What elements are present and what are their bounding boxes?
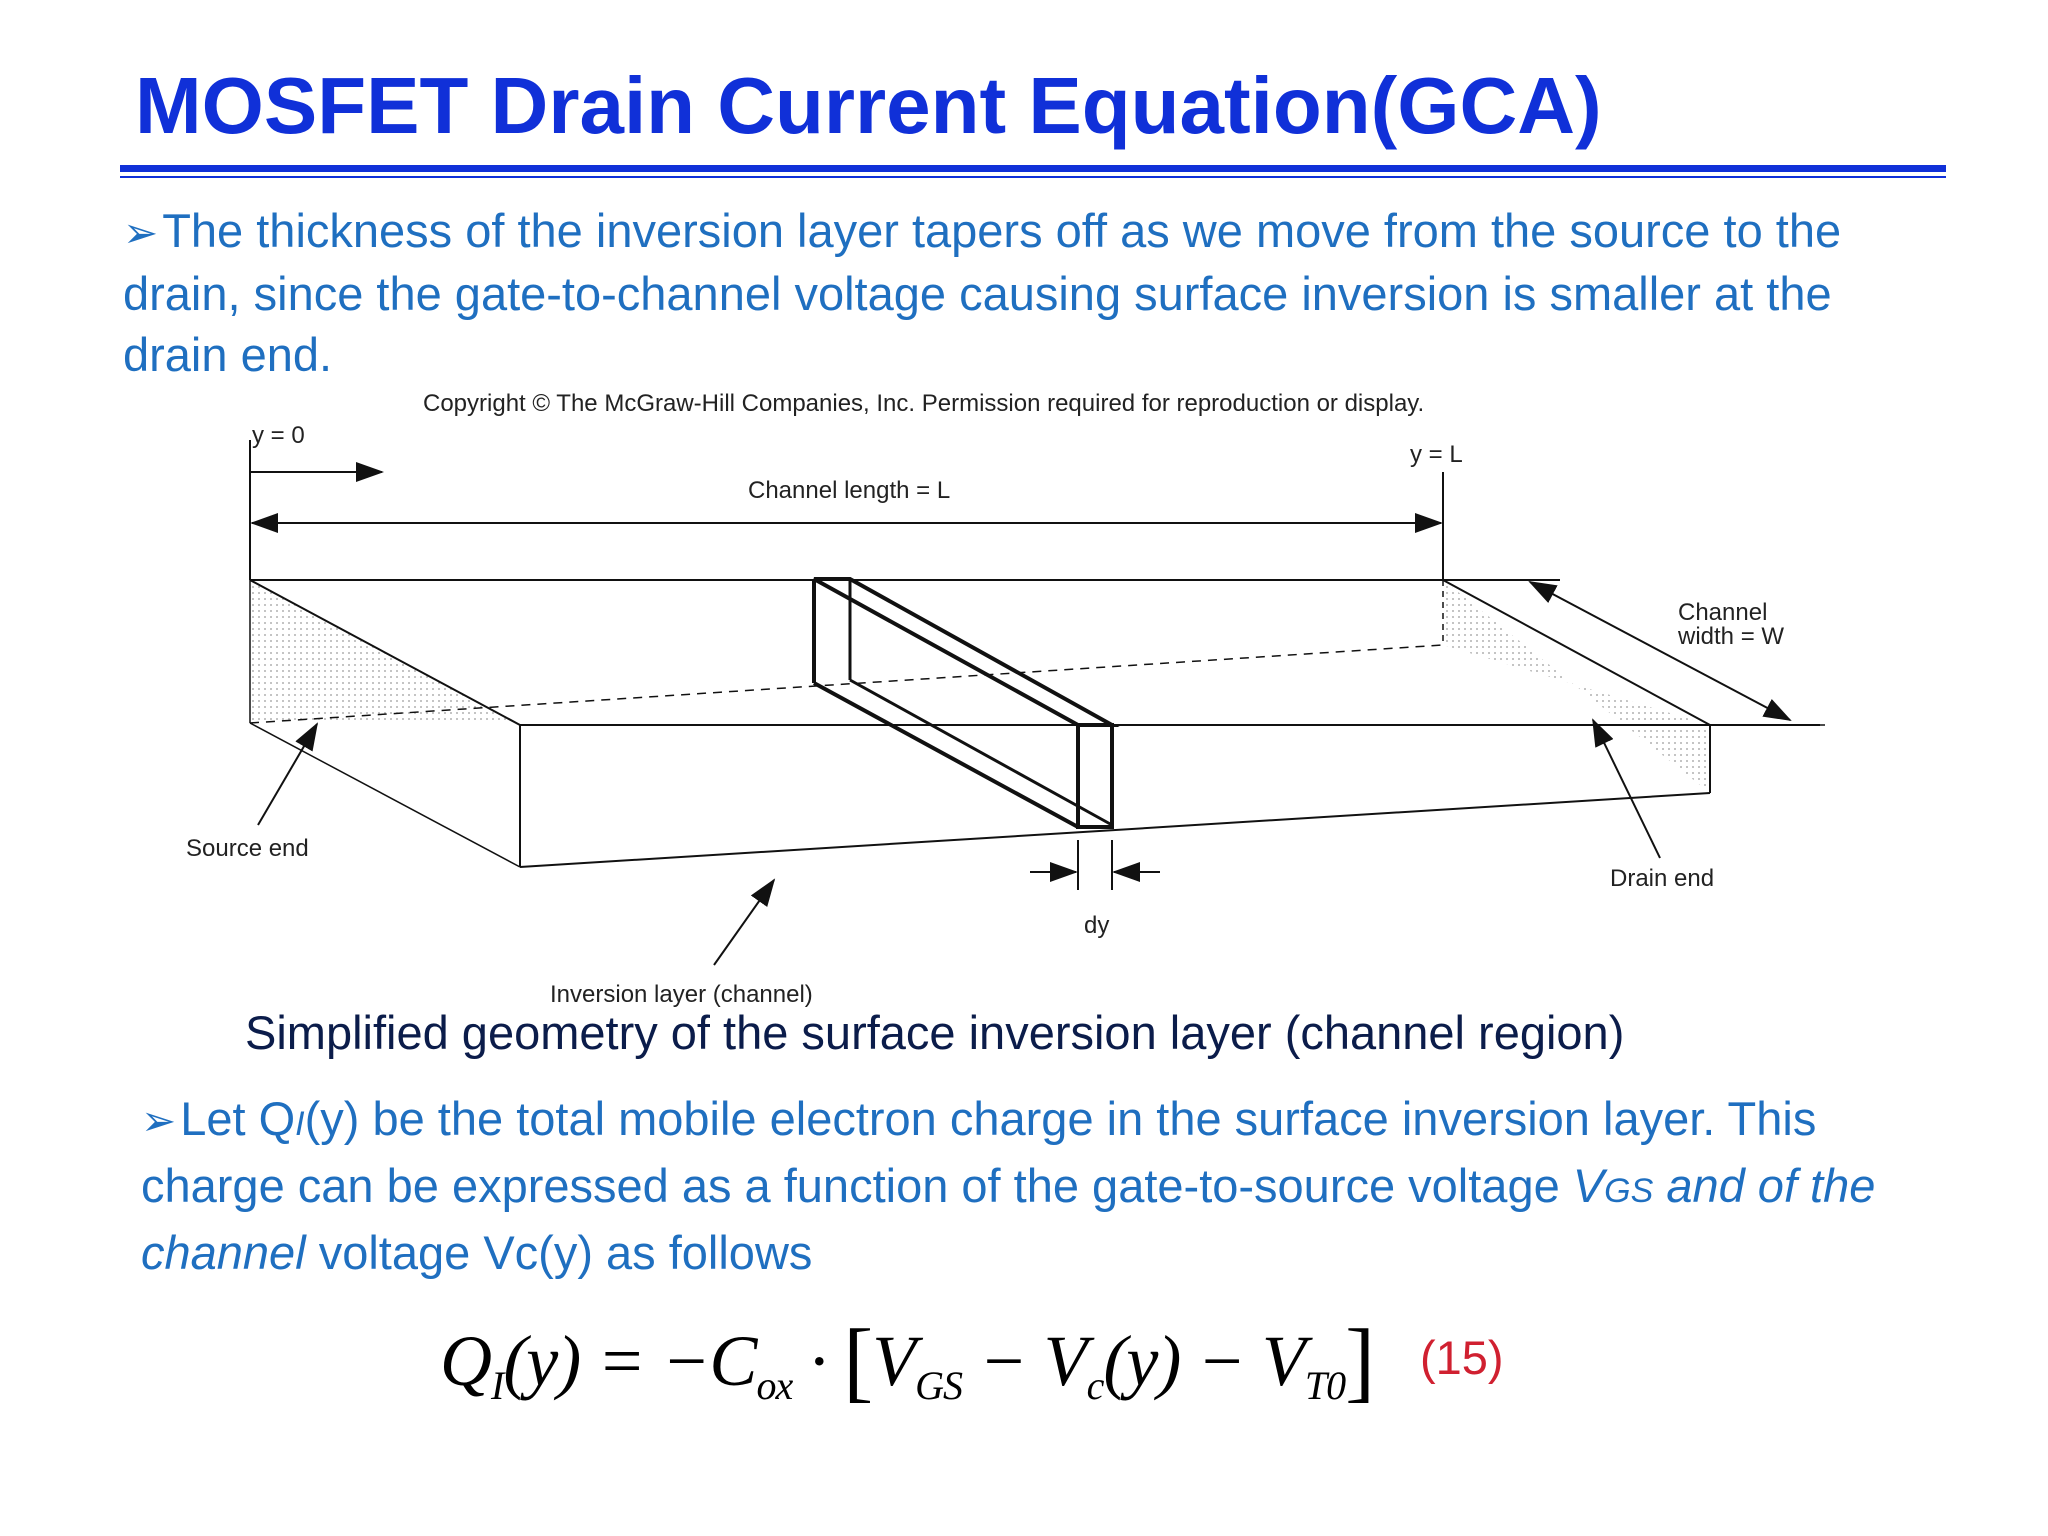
eq-y2: (y) − V [1103,1321,1305,1401]
slab-hidden-edge [249,644,1444,724]
para2-italic-channel: and of the channel [141,1159,1876,1279]
dy-slice-bottom-right [849,678,1113,827]
source-end-pointer [257,722,319,826]
equation-number: (15) [1420,1331,1504,1384]
channel-width-label-1: Channel [1678,599,1767,626]
para2-sub-I: I [295,1105,305,1143]
eq-V1-sub: GS [915,1363,963,1408]
drain-end-label: Drain end [1610,865,1714,892]
eq-V3-sub: T0 [1304,1363,1346,1408]
drain-end-pointer [1592,718,1661,859]
eq-right-bracket: ] [1345,1312,1375,1411]
channel-width-arrow [1528,581,1792,721]
bullet-arrow-icon: ➢ [123,209,159,256]
para2-sub-GS: GS [1604,1172,1654,1210]
yL-label: y = L [1410,441,1463,468]
channel-diagram: Copyright © The McGraw-Hill Companies, I… [186,390,1825,1008]
title-rule-thin [120,176,1946,178]
eq-C-sub: ox [756,1363,793,1408]
eq-left-bracket: [ [843,1312,873,1411]
dy-slice-top [813,577,1120,727]
eq-V2-sub: c [1086,1363,1105,1408]
channel-width-label-2: width = W [1677,623,1784,650]
channel-length-label: Channel length = L [748,477,950,504]
eq-Q-sub: I [491,1363,504,1408]
eq-minus1: − V [962,1321,1088,1401]
para2-part3: voltage Vc(y) as follows [305,1226,813,1279]
figure-caption: Simplified geometry of the surface inver… [245,1006,1625,1059]
slab-top-left-edge [249,579,521,726]
inversion-layer-label: Inversion layer (channel) [550,981,813,1008]
slab-bottom-left-edge [249,722,521,868]
bullet-arrow-icon: ➢ [141,1097,177,1144]
para2-part1: Let Q [180,1092,296,1145]
eq-Q: Q [440,1321,492,1401]
dy-slice-front [1076,723,1114,829]
inversion-layer-pointer [713,878,776,966]
slab-bottom-edge [519,792,1711,868]
drain-face [1443,580,1710,793]
title-rule [120,165,1946,172]
dy-label: dy [1084,912,1109,939]
para2-part2: (y) be the total mobile electron charge … [141,1092,1817,1212]
bullet-paragraph-1: ➢The thickness of the inversion layer ta… [123,200,1923,385]
paragraph-1-text: The thickness of the inversion layer tap… [123,204,1842,381]
bullet-paragraph-2: ➢Let QI(y) be the total mobile electron … [141,1088,1941,1283]
source-end-label: Source end [186,835,309,862]
eq-dot: · [792,1321,844,1401]
para2-italic-V: V [1572,1159,1605,1212]
y0-label: y = 0 [252,422,305,449]
slide-title: MOSFET Drain Current Equation(GCA) [135,61,1602,150]
channel-geometry-figure: Copyright © The McGraw-Hill Companies, I… [160,380,1860,1020]
copyright-text: Copyright © The McGraw-Hill Companies, I… [423,390,1424,417]
eq-V1: V [872,1321,916,1401]
eq-y1: (y) = −C [503,1321,757,1401]
charge-equation: QI(y) = −Cox · [VGS − Vc(y) − VT0] [440,1310,1375,1413]
dy-slice-bottom-left [813,681,1079,829]
